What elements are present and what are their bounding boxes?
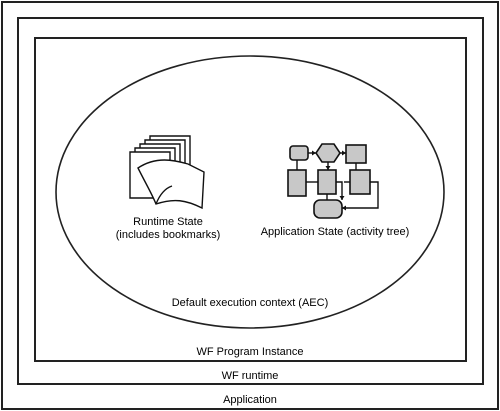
application-state-label: Application State (activity tree) (260, 226, 410, 238)
execution-context-label: Default execution context (AEC) (171, 297, 329, 309)
application-label: Application (223, 394, 277, 406)
activity-tree-icon (287, 143, 379, 219)
runtime-state-label-line1: Runtime State (133, 216, 203, 228)
program-instance-label: WF Program Instance (196, 346, 304, 358)
wf-runtime-label: WF runtime (221, 370, 279, 382)
runtime-state-label-line2: (includes bookmarks) (115, 229, 221, 241)
documents-stack-icon (129, 135, 205, 210)
